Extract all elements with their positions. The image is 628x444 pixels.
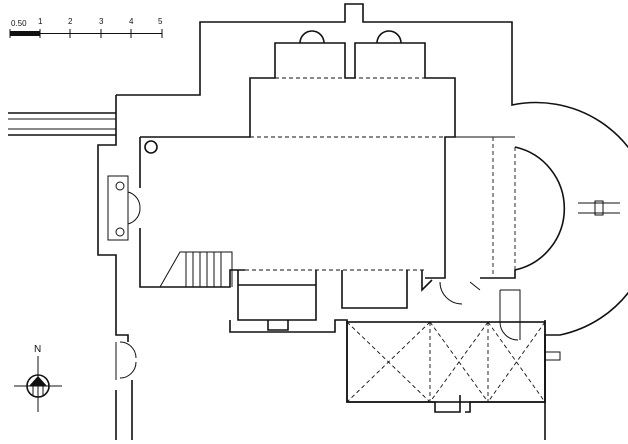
- entrance-corridor: [8, 112, 116, 136]
- scale-label-2: 2: [68, 17, 73, 26]
- apse-window-mullion: [594, 200, 604, 216]
- north-arrow-circle: [26, 374, 50, 398]
- north-arrow: N: [14, 344, 62, 412]
- north-arrow-head-icon: [29, 376, 47, 386]
- round-column: [144, 140, 158, 154]
- vaulted-room: [346, 321, 546, 403]
- west-door-leaf: [127, 191, 141, 225]
- south-rooms: [229, 270, 546, 413]
- scale-label-0-50: 0.50: [11, 19, 27, 28]
- north-label: N: [34, 344, 41, 355]
- east-step: [545, 351, 561, 361]
- scale-label-5: 5: [158, 17, 163, 26]
- scale-label-1: 1: [38, 17, 43, 26]
- vault-diagonal-2: [346, 321, 431, 403]
- vaulted-room-outline: [346, 321, 546, 403]
- stairs-outline: [159, 251, 233, 288]
- west-door-frame: [107, 175, 129, 241]
- chapel-niche-right: [376, 30, 402, 44]
- scale-label-4: 4: [129, 17, 134, 26]
- door-swing-2: [499, 321, 519, 341]
- apse-inner-wall: [480, 146, 566, 279]
- west-door: [107, 175, 141, 241]
- passage-walls: [469, 281, 521, 340]
- chapel-niche-left: [299, 30, 325, 44]
- outer-wall: [97, 3, 628, 440]
- stairs: [159, 251, 233, 288]
- apse-window: [578, 200, 620, 216]
- vault-diagonal-4: [429, 321, 489, 403]
- vault-diagonal-6: [487, 321, 546, 403]
- scale-bar: 0.50 1 2 3 4 5: [9, 17, 163, 38]
- west-door-pivot-top: [115, 181, 125, 191]
- west-door-pivot-bottom: [115, 227, 125, 237]
- door-swing-1: [439, 281, 463, 305]
- south-entrance: [115, 341, 137, 380]
- nave-wall: [139, 42, 456, 288]
- south-door-leaf: [119, 341, 137, 379]
- scale-label-3: 3: [99, 17, 104, 26]
